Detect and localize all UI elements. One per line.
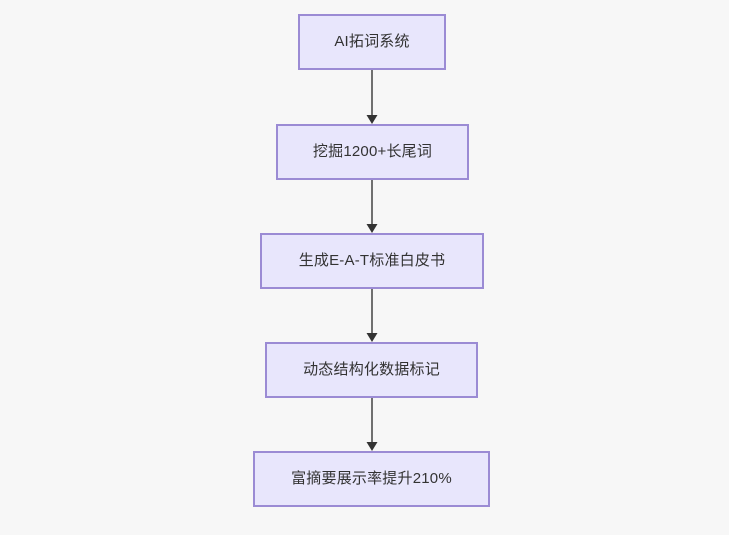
flowchart-node-4[interactable]: 动态结构化数据标记 <box>265 342 478 398</box>
flowchart-node-label: 富摘要展示率提升210% <box>291 470 452 487</box>
flowchart-node-label: 挖掘1200+长尾词 <box>312 143 433 160</box>
flowchart-node-5[interactable]: 富摘要展示率提升210% <box>253 451 490 507</box>
flowchart-edge-arrowhead-3 <box>366 333 378 342</box>
flowchart-edge-arrowhead-2 <box>366 224 378 233</box>
flowchart-node-label: AI拓词系统 <box>334 33 410 50</box>
flowchart-node-2[interactable]: 挖掘1200+长尾词 <box>276 124 469 180</box>
flowchart-node-label: 动态结构化数据标记 <box>303 361 440 378</box>
flowchart-edge-arrowhead-1 <box>366 115 378 124</box>
flowchart-node-1[interactable]: AI拓词系统 <box>298 14 446 70</box>
flowchart-node-label: 生成E-A-T标准白皮书 <box>298 252 446 269</box>
flowchart-node-3[interactable]: 生成E-A-T标准白皮书 <box>260 233 484 289</box>
flowchart-edge-arrowhead-4 <box>366 442 378 451</box>
